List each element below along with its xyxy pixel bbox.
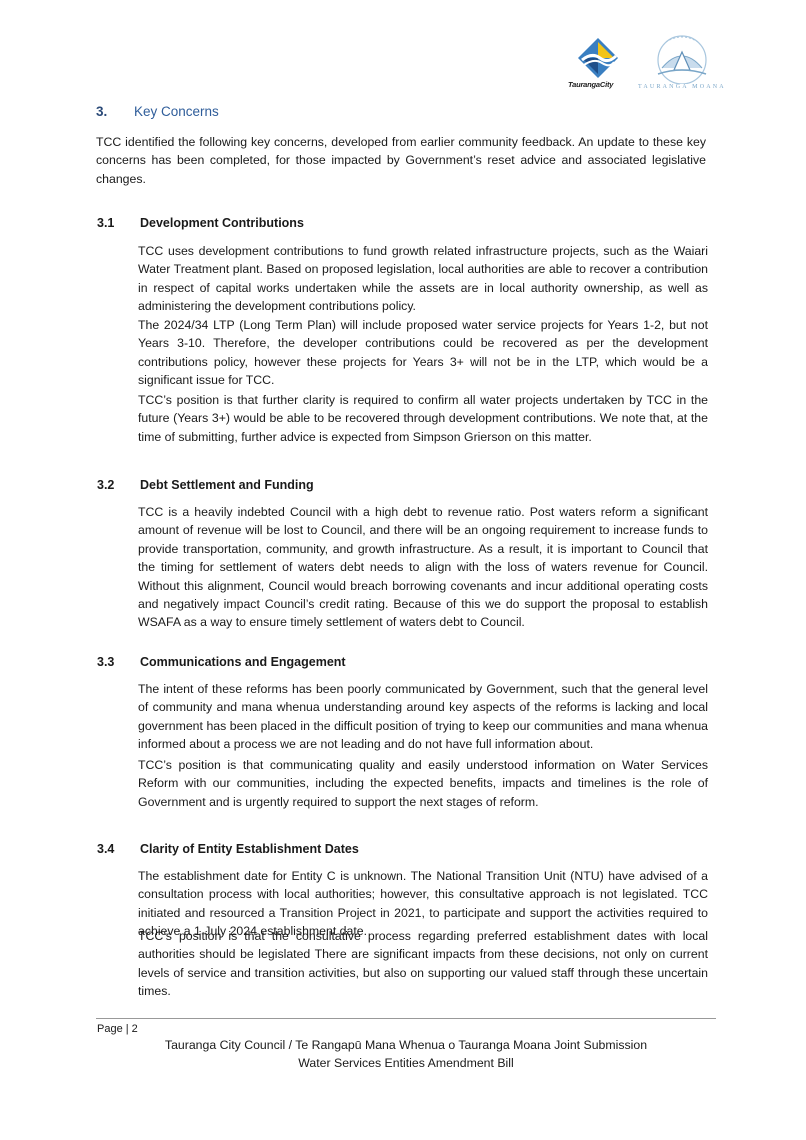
section-3-4-title: 3.4 Clarity of Entity Establishment Dates — [97, 842, 359, 856]
section-3-2-paragraph-1: TCC is a heavily indebted Council with a… — [138, 505, 708, 630]
section-3-2-title: 3.2 Debt Settlement and Funding — [97, 478, 314, 492]
section-3-3-paragraph-2: TCC’s position is that communicating qua… — [138, 758, 708, 809]
footer-line-1: Tauranga City Council / Te Rangapū Mana … — [164, 1038, 648, 1052]
section-title: Clarity of Entity Establishment Dates — [140, 842, 359, 856]
tauranga-moana-emblem-icon — [657, 35, 707, 85]
section-title: Debt Settlement and Funding — [140, 478, 314, 492]
heading-title: Key Concerns — [134, 104, 219, 119]
section-3-3-paragraph-1: The intent of these reforms has been poo… — [138, 682, 708, 752]
section-number: 3.4 — [97, 842, 115, 856]
section-3-1-paragraph-3: TCC’s position is that further clarity i… — [138, 393, 708, 444]
page-number: Page | 2 — [97, 1023, 138, 1035]
section-heading: 3. Key Concerns — [96, 104, 219, 119]
section-number: 3.2 — [97, 478, 115, 492]
tm-wordmark: TAURANGA MOANA — [638, 84, 726, 90]
tcc-wordmark: TaurangaCity — [568, 80, 614, 89]
section-number: 3.1 — [97, 216, 115, 230]
section-3-1-title: 3.1 Development Contributions — [97, 216, 304, 230]
section-title: Communications and Engagement — [140, 655, 346, 669]
section-3-3-title: 3.3 Communications and Engagement — [97, 655, 346, 669]
intro-paragraph: TCC identified the following key concern… — [96, 135, 706, 186]
footer-line-2: Water Services Entities Amendment Bill — [298, 1056, 514, 1070]
section-3-1-paragraph-1: TCC uses development contributions to fu… — [138, 244, 708, 314]
section-number: 3.3 — [97, 655, 115, 669]
header-logos: TaurangaCity TAURANGA MOANA — [568, 30, 728, 100]
tauranga-moana-logo: TAURANGA MOANA — [636, 30, 728, 94]
section-3-4-paragraph-2: TCC’s position is that the consultative … — [138, 929, 708, 999]
footer-divider — [96, 1018, 716, 1019]
section-3-4-paragraph-1: The establishment date for Entity C is u… — [138, 869, 708, 939]
tcc-emblem-icon — [578, 38, 618, 78]
heading-number: 3. — [96, 104, 108, 119]
tauranga-city-logo: TaurangaCity — [568, 30, 628, 100]
section-3-1-paragraph-2: The 2024/34 LTP (Long Term Plan) will in… — [138, 318, 708, 388]
section-title: Development Contributions — [140, 216, 304, 230]
